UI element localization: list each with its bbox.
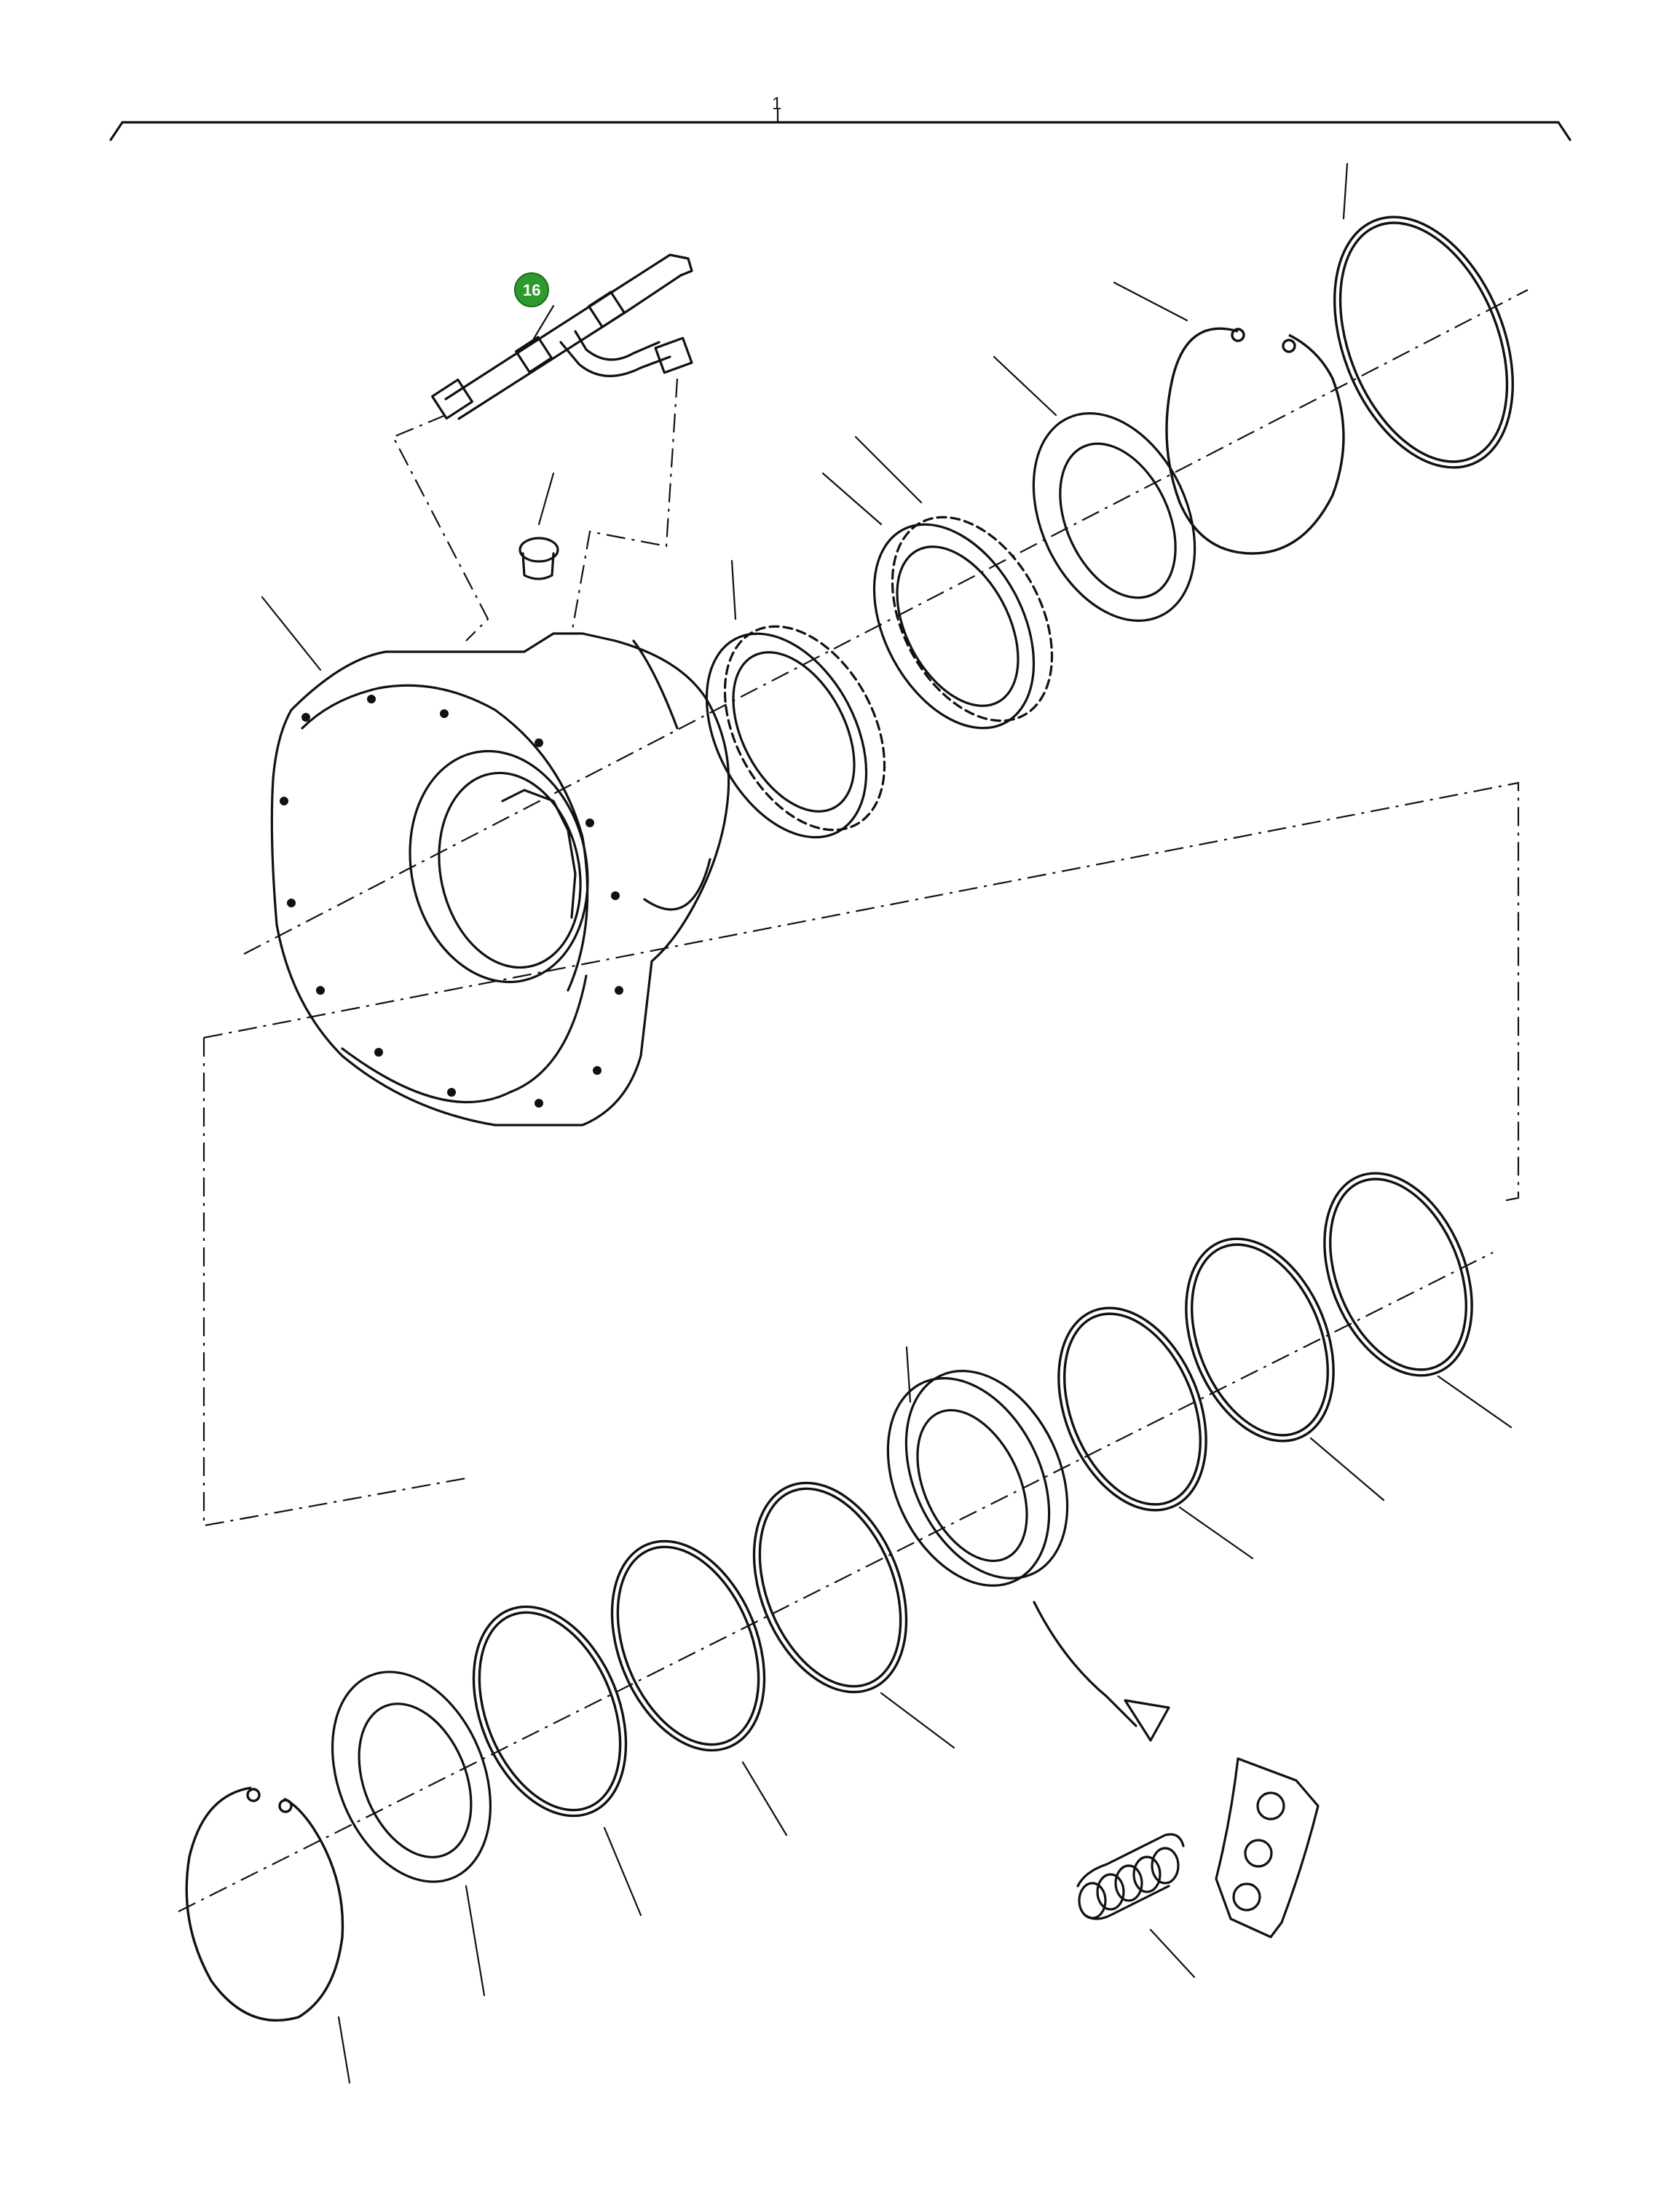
thrust-washer-lower [331, 1671, 492, 1997]
top-label: 1 [772, 94, 781, 114]
ring-lower-1 [1323, 1172, 1513, 1429]
clutch-hub [821, 435, 1054, 730]
piston [886, 1346, 1170, 1742]
ring-lower-4 [752, 1481, 955, 1749]
housing [261, 596, 730, 1127]
spring-detail [1076, 1757, 1320, 1979]
ring-lower-5 [610, 1539, 788, 1837]
assembly-bracket: 1 [109, 94, 1571, 141]
callout-16[interactable]: 16 [514, 272, 549, 307]
callout-16-label: 16 [523, 281, 540, 299]
thrust-washer-upper [993, 355, 1196, 622]
circlip-upper [1113, 281, 1345, 555]
pipe-tee-fitting [392, 253, 693, 642]
lower-axis [178, 1252, 1494, 1912]
ring-lower-3 [1057, 1306, 1254, 1560]
o-ring-upper [1333, 162, 1514, 469]
circlip-lower [185, 1786, 351, 2084]
phantom-boundary [202, 781, 1520, 1527]
ring-lower-6 [472, 1605, 642, 1917]
ring-lower-2 [1185, 1237, 1385, 1502]
upper-axis [243, 289, 1529, 955]
spline-gear [705, 559, 886, 839]
plug-bolt [518, 472, 559, 580]
